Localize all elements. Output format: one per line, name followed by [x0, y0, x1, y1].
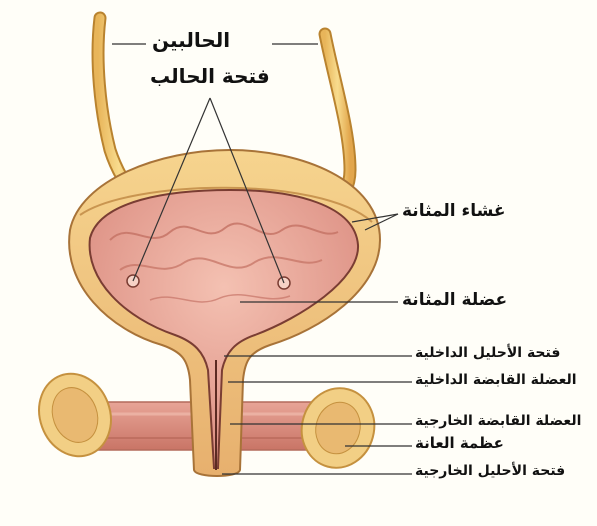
- label-bladder-lining: غشاء المثانة: [402, 203, 506, 220]
- label-bladder-muscle: عضلة المثانة: [402, 292, 507, 309]
- label-external-sphincter: العضلة القابضة الخارجية: [415, 414, 581, 428]
- label-ureteral-openings: فتحة الحالب: [150, 66, 270, 86]
- label-ureters: الحالبين: [152, 30, 230, 50]
- label-internal-urethral-opening: فتحة الأحليل الداخلية: [415, 346, 560, 360]
- label-external-urethral-opening: فتحة الأحليل الخارجية: [415, 464, 565, 478]
- label-internal-sphincter: العضلة القابضة الداخلية: [415, 373, 577, 387]
- label-pubic-bone: عظمة العانة: [415, 436, 504, 451]
